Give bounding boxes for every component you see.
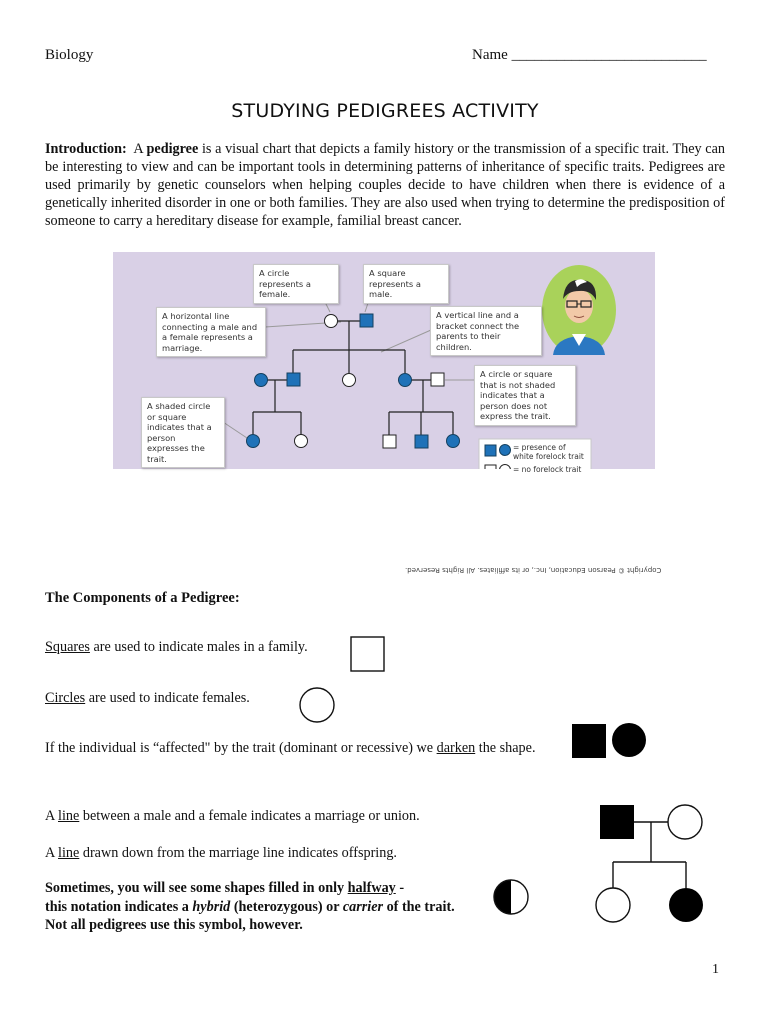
line2-post: drawn down from the marriage line indica… (79, 845, 397, 861)
affected-pre: If the individual is “affected" by the t… (45, 740, 437, 756)
affected-child-circle-icon (669, 888, 703, 922)
name-blank: __________________________ (511, 47, 707, 63)
line-term-2: line (58, 845, 80, 861)
hybrid-pre: this notation indicates a (45, 899, 193, 915)
name-field[interactable]: Name __________________________ (472, 47, 707, 64)
hybrid-line: this notation indicates a hybrid (hetero… (45, 899, 455, 916)
hybrid-mid: (heterozygous) or (230, 899, 343, 915)
half-pre: Sometimes, you will see some shapes fill… (45, 880, 348, 896)
affected-circle-icon (612, 723, 646, 757)
callout-shaded: A shaded circle or square indicates that… (141, 397, 225, 468)
example-pedigree (595, 804, 703, 923)
name-label: Name (472, 47, 512, 63)
person-illustration (542, 265, 616, 355)
callout-unshaded: A circle or square that is not shaded in… (474, 365, 576, 426)
callout-circle: A circle represents a female. (253, 264, 339, 304)
squares-text: are used to indicate males in a family. (89, 639, 308, 655)
circle-symbol (299, 687, 335, 723)
circles-line: Circles are used to indicate females. (45, 690, 250, 707)
not-all-line: Not all pedigrees use this symbol, howev… (45, 917, 303, 933)
legend-present-label: = presence of white forelock trait (513, 443, 584, 461)
circles-term: Circles (45, 690, 86, 706)
intro-text: is a visual chart that depicts a family … (45, 141, 725, 229)
callout-square: A square represents a male. (363, 264, 449, 304)
affected-post: the shape. (475, 740, 536, 756)
pedigree-diagram (222, 265, 616, 469)
hybrid-post: of the trait. (383, 899, 455, 915)
legend (478, 438, 592, 469)
legend-absent-label: = no forelock trait (513, 465, 582, 474)
subject-label: Biology (45, 47, 94, 63)
intro-label: Introduction: (45, 141, 127, 157)
marriage-line-text: A line between a male and a female indic… (45, 808, 420, 825)
halfway-term: halfway (347, 880, 396, 896)
line1-pre: A (45, 808, 59, 824)
darken-term: darken (436, 740, 476, 756)
halfway-line: Sometimes, you will see some shapes fill… (45, 880, 404, 897)
carrier-term: carrier (342, 899, 384, 915)
intro-paragraph: Introduction: A pedigree is a visual cha… (45, 140, 725, 230)
mother-circle-icon (667, 804, 703, 840)
offspring-line-text: A line drawn down from the marriage line… (45, 845, 397, 862)
affected-line: If the individual is “affected" by the t… (45, 740, 536, 757)
copyright-notice: Copyright © Pearson Education, Inc., or … (405, 566, 662, 574)
father-square-icon (600, 805, 634, 839)
affected-symbols (572, 723, 646, 758)
hybrid-term: hybrid (192, 899, 231, 915)
affected-square-icon (572, 724, 606, 758)
callout-horizontal-line: A horizontal line connecting a male and … (156, 307, 266, 357)
squares-term: Squares (45, 639, 90, 655)
half-filled-circle-icon (493, 879, 529, 915)
line1-post: between a male and a female indicates a … (79, 808, 420, 824)
squares-line: Squares are used to indicate males in a … (45, 639, 308, 656)
pedigree-figure: A circle represents a female. A square r… (113, 252, 655, 474)
page-number: 1 (712, 962, 719, 977)
callout-vertical-line: A vertical line and a bracket connect th… (430, 306, 542, 356)
intro-term: pedigree (146, 141, 199, 157)
circles-text: are used to indicate females. (85, 690, 250, 706)
square-symbol (350, 636, 385, 672)
components-heading: The Components of a Pedigree: (45, 590, 240, 606)
line2-pre: A (45, 845, 59, 861)
intro-pre: A (133, 141, 147, 157)
line-term-1: line (58, 808, 80, 824)
half-post: - (395, 880, 405, 896)
child-circle-icon (595, 887, 631, 923)
page-title: STUDYING PEDIGREES ACTIVITY (231, 100, 539, 122)
